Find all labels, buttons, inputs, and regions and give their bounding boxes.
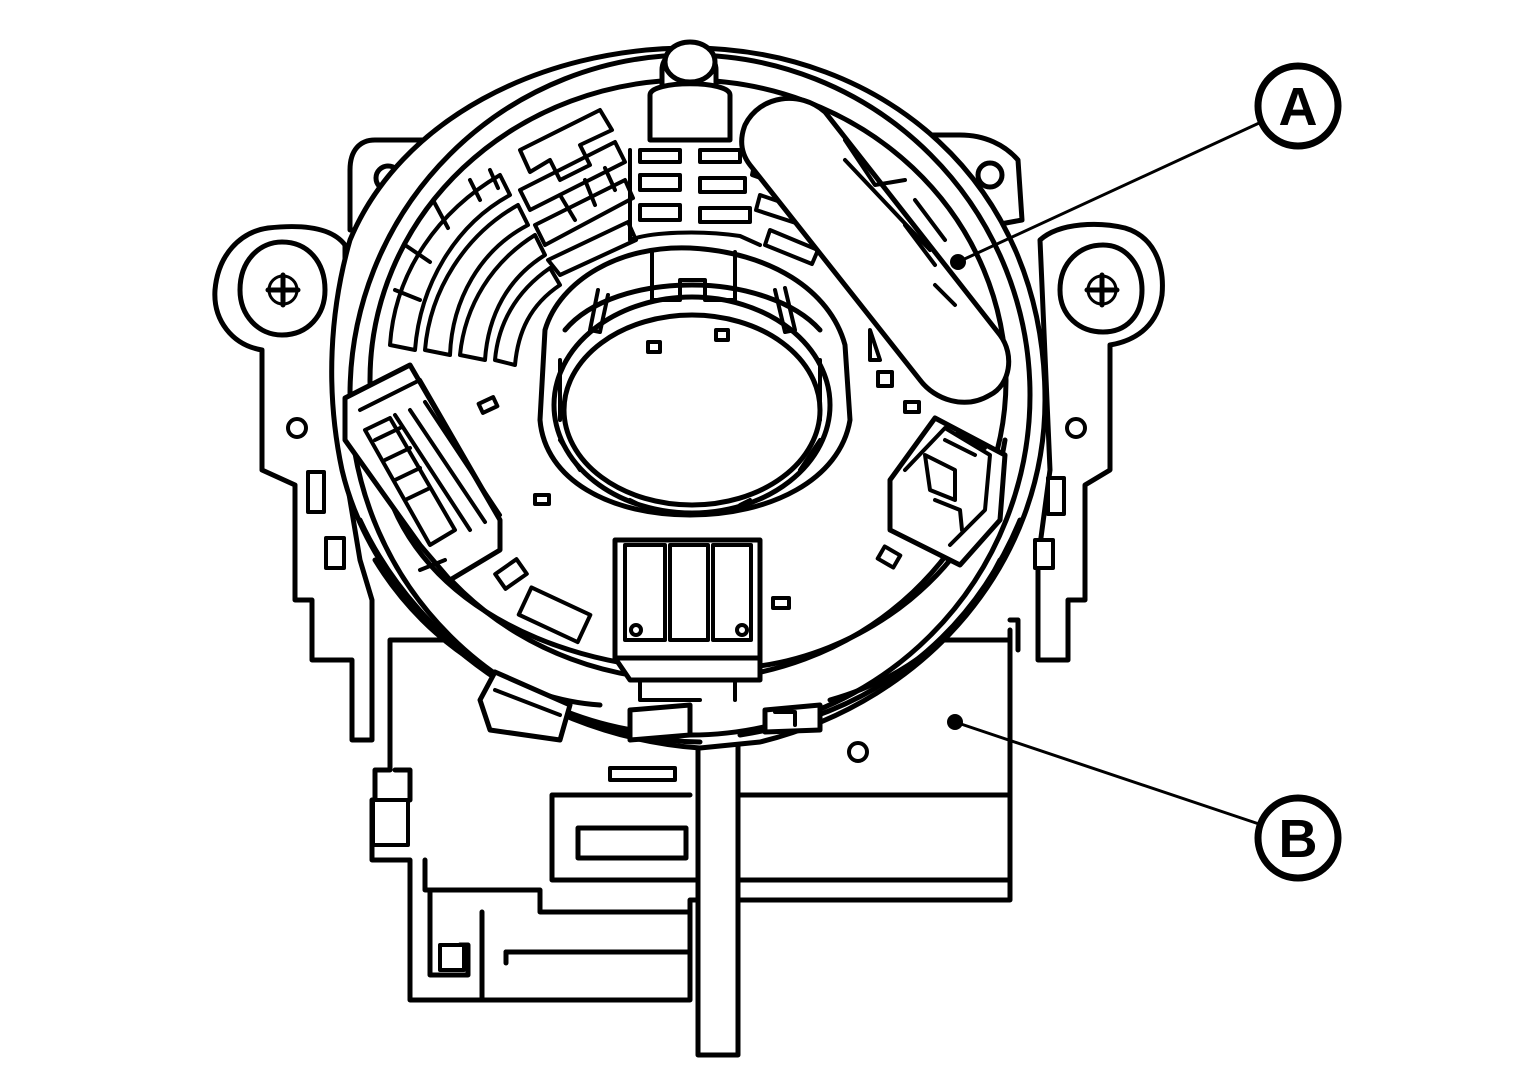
callout-b-dot (947, 714, 963, 730)
right-connector (887, 415, 1008, 568)
rib-segments (388, 108, 638, 367)
flat-harness-strip (695, 697, 741, 1058)
left-connector (342, 362, 503, 583)
callout-a-label: A (1279, 77, 1318, 137)
callout-a-leader (956, 116, 1272, 264)
callout-a-dot (950, 254, 966, 270)
callout-a-circle (1254, 62, 1342, 150)
callout-b-label: B (1279, 809, 1318, 869)
ring-lower-tabs (477, 669, 823, 743)
callout-b: B (947, 714, 1342, 882)
housing-window (575, 825, 689, 861)
mounting-flange (212, 132, 1165, 743)
center-hub (537, 245, 853, 518)
small-slots (476, 328, 921, 763)
spiral-cable-cover (739, 96, 1012, 405)
callout-b-leader (953, 720, 1264, 827)
callout-a: A (950, 62, 1342, 270)
bottom-connector (612, 537, 763, 702)
callout-b-circle (1254, 794, 1342, 882)
